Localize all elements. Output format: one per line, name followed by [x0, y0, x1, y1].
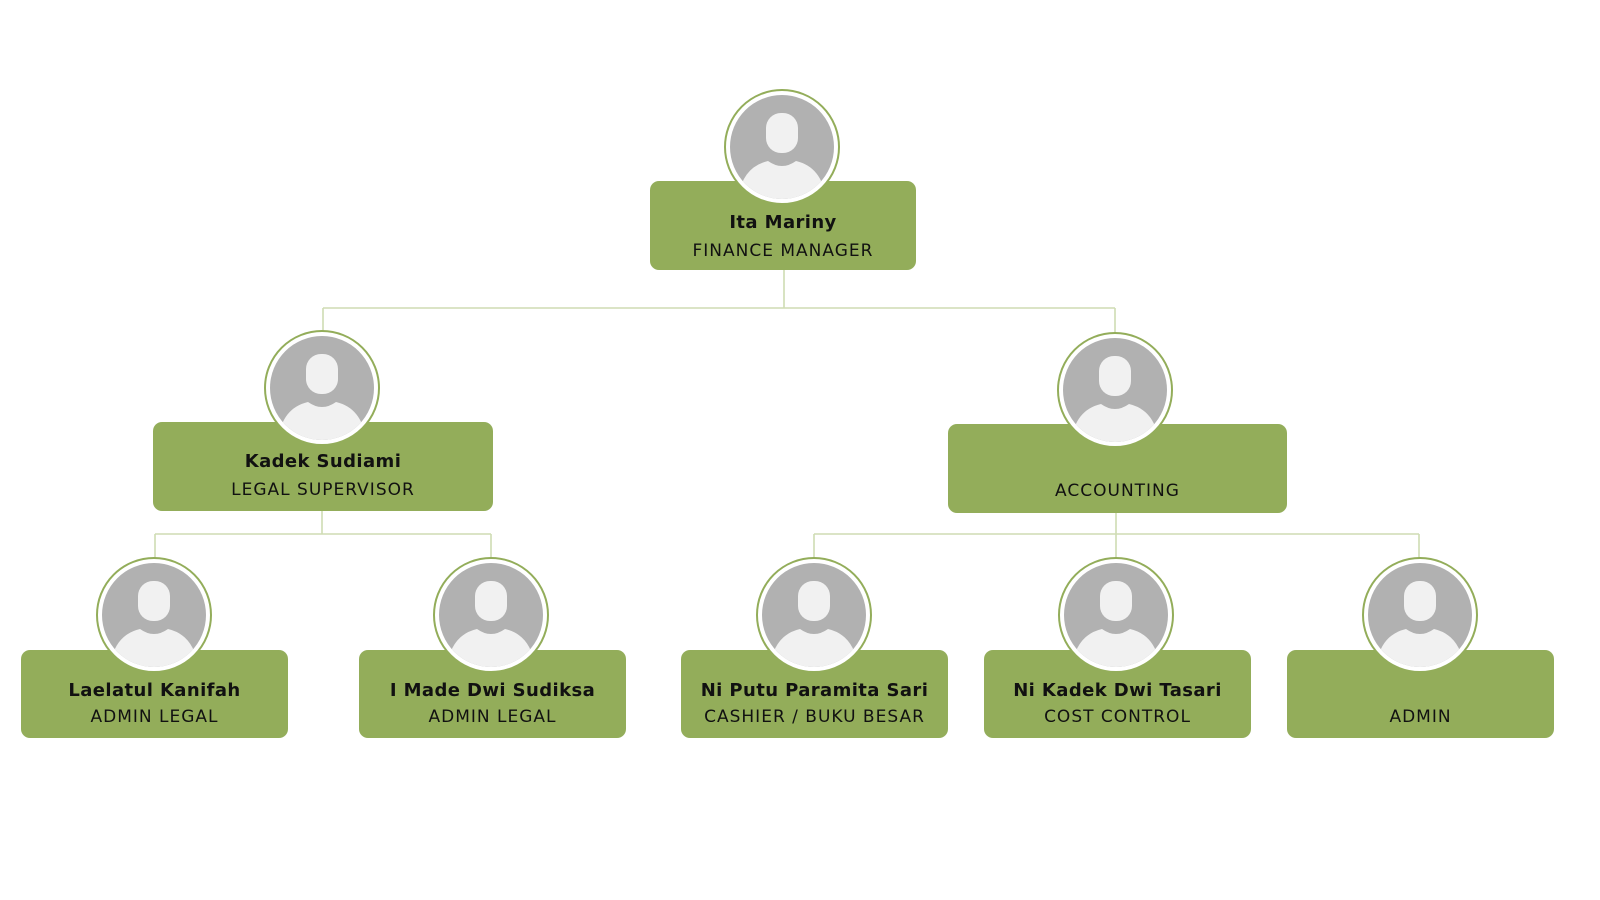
person-role: ADMIN: [1389, 707, 1452, 727]
user-avatar-icon: [724, 89, 840, 205]
node-card: Ita Mariny FINANCE MANAGER: [650, 181, 916, 270]
user-avatar-icon: [756, 557, 872, 673]
node-card: I Made Dwi Sudiksa ADMIN LEGAL: [359, 650, 626, 738]
person-name: Laelatul Kanifah: [68, 680, 241, 701]
person-role: ADMIN LEGAL: [428, 707, 557, 727]
person-role: ADMIN LEGAL: [90, 707, 219, 727]
person-role: CASHIER / BUKU BESAR: [704, 707, 925, 727]
person-name: Ita Mariny: [729, 212, 837, 233]
person-name: Ni Putu Paramita Sari: [700, 680, 929, 701]
person-name: Ni Kadek Dwi Tasari: [1013, 680, 1222, 701]
user-avatar-icon: [1057, 332, 1173, 448]
person-role: LEGAL SUPERVISOR: [231, 480, 415, 500]
person-name: Kadek Sudiami: [244, 451, 402, 472]
person-role: ACCOUNTING: [1055, 481, 1180, 501]
person-role: FINANCE MANAGER: [692, 241, 874, 261]
user-avatar-icon: [1058, 557, 1174, 673]
user-avatar-icon: [1362, 557, 1478, 673]
user-avatar-icon: [433, 557, 549, 673]
user-avatar-icon: [96, 557, 212, 673]
person-name: I Made Dwi Sudiksa: [389, 680, 596, 701]
person-role: COST CONTROL: [1044, 707, 1191, 727]
user-avatar-icon: [264, 330, 380, 446]
